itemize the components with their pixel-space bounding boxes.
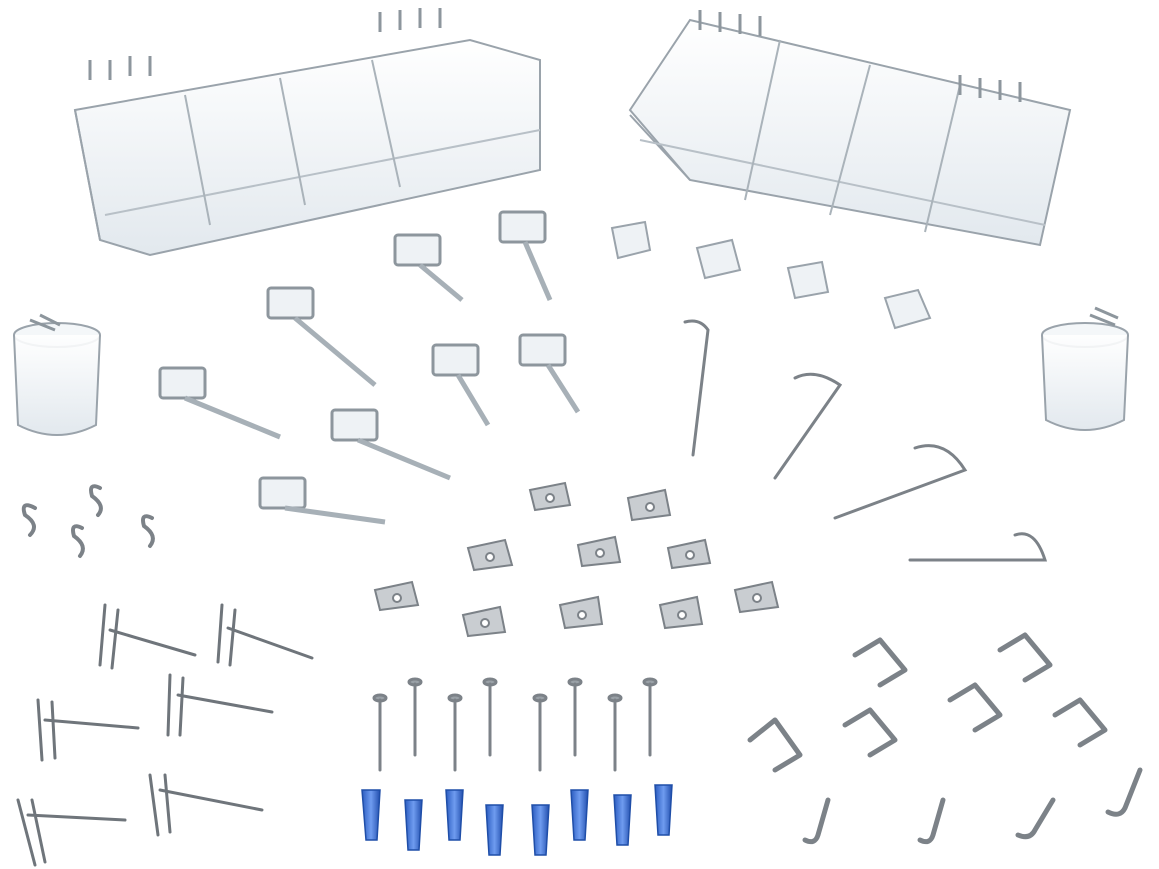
plastic-hooks [158, 210, 581, 525]
u-hook [852, 637, 908, 688]
clear-storage-bin-left [73, 8, 541, 257]
j-hooks [802, 767, 1143, 845]
plastic-hook [258, 476, 386, 525]
screws [372, 677, 658, 772]
s-hook [141, 514, 155, 548]
plastic-hook [330, 408, 451, 481]
s-hook [89, 484, 103, 517]
j-hook [802, 797, 831, 845]
clear-cup-right [1041, 306, 1129, 431]
wall-anchor [531, 804, 550, 856]
double-prong-hook [166, 673, 274, 737]
wall-anchor [361, 789, 381, 841]
bin-clip [610, 220, 652, 260]
plastic-hook [518, 333, 581, 414]
wall-anchor [570, 789, 589, 841]
single-prong-hook [908, 532, 1048, 562]
single-prong-hook [683, 319, 710, 457]
double-prong-hook [148, 773, 264, 837]
clear-storage-bin-right [628, 10, 1072, 247]
plastic-hook [498, 210, 553, 301]
screw [407, 677, 423, 757]
wall-anchor [404, 799, 423, 851]
single-prong-hook [833, 444, 968, 520]
j-hook [1105, 767, 1143, 817]
u-hook [842, 707, 898, 758]
double-prong-hook [16, 798, 127, 867]
plastic-hook [158, 366, 281, 440]
bin-clip [786, 260, 830, 300]
wall-anchor [485, 804, 504, 856]
flat-clips [373, 481, 780, 638]
u-hook [747, 717, 803, 773]
clear-cup-left [13, 313, 101, 436]
screw [372, 693, 388, 772]
plastic-hook [393, 233, 464, 302]
single-prong-hooks [683, 319, 1048, 562]
screw [567, 677, 583, 757]
wall-anchor [445, 789, 464, 841]
plastic-hook [431, 343, 491, 427]
s-hook [21, 503, 37, 537]
double-prong-hook [216, 603, 314, 667]
u-hook [1052, 697, 1108, 748]
bin-clip [695, 238, 742, 280]
screw [482, 677, 498, 757]
screw [607, 693, 623, 772]
u-hook [947, 682, 1003, 733]
wall-anchors [361, 784, 673, 856]
screw [532, 693, 548, 772]
u-hook [997, 632, 1053, 683]
double-prong-hooks [16, 603, 314, 867]
j-hook [1015, 797, 1056, 840]
screw [447, 693, 463, 772]
s-hooks [21, 484, 155, 558]
double-prong-hook [98, 603, 197, 670]
double-prong-hook [36, 698, 140, 762]
single-prong-hook [773, 372, 843, 480]
bin-clip [883, 288, 932, 330]
s-hook [71, 524, 85, 558]
u-hooks [747, 632, 1108, 773]
j-hook [917, 797, 946, 845]
wall-anchor [654, 784, 673, 836]
bin-clips [610, 220, 932, 330]
wall-anchor [613, 794, 632, 846]
plastic-hook [266, 286, 377, 387]
screw [642, 677, 658, 757]
